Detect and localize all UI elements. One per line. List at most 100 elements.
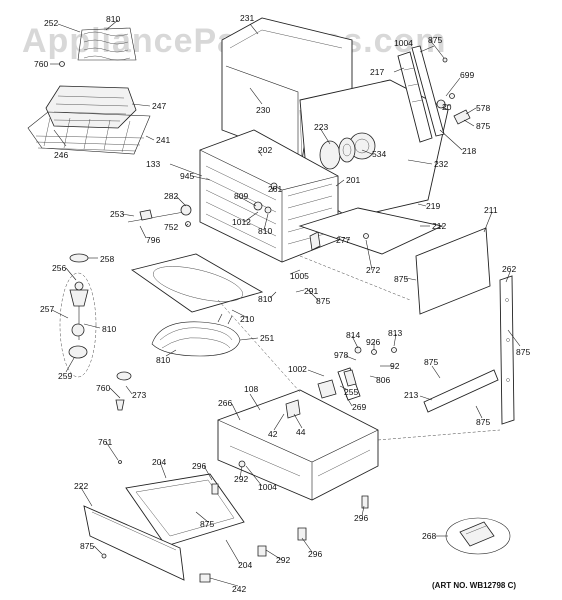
oven-cavity-202 — [199, 129, 339, 263]
label-296: 296 — [308, 549, 322, 559]
label-231: 231 — [240, 13, 254, 23]
label-810: 810 — [258, 294, 272, 304]
label-217: 217 — [370, 67, 384, 77]
label-1005: 1005 — [290, 271, 309, 281]
label-926: 926 — [366, 337, 380, 347]
label-269: 269 — [352, 402, 366, 412]
label-810: 810 — [156, 355, 170, 365]
small-parts-760-273 — [59, 61, 132, 464]
label-268: 268 — [422, 531, 436, 541]
label-255: 255 — [344, 387, 358, 397]
label-241: 241 — [156, 135, 170, 145]
storage-drawer-204 — [83, 473, 245, 581]
broiler-pan-247 — [45, 85, 137, 129]
oven-rack-241 — [27, 111, 151, 155]
rear-strip-262 — [499, 275, 515, 425]
label-42: 42 — [268, 429, 278, 439]
label-1004: 1004 — [258, 482, 277, 492]
label-246: 246 — [54, 150, 68, 160]
label-875: 875 — [476, 417, 490, 427]
label-272: 272 — [366, 265, 380, 275]
label-875: 875 — [316, 296, 330, 306]
art-number: (ART NO. WB12798 C) — [432, 581, 516, 590]
label-699: 699 — [460, 70, 474, 80]
label-212: 212 — [432, 221, 446, 231]
label-875: 875 — [428, 35, 442, 45]
label-1002: 1002 — [288, 364, 307, 374]
label-202: 202 — [258, 145, 272, 155]
label-266: 266 — [218, 398, 232, 408]
label-204: 204 — [152, 457, 166, 467]
label-133: 133 — [146, 159, 160, 169]
label-210: 210 — [240, 314, 254, 324]
label-810: 810 — [102, 324, 116, 334]
oven-floor-210 — [130, 253, 264, 313]
label-247: 247 — [152, 101, 166, 111]
label-578: 578 — [476, 103, 490, 113]
outer-cabinet-231 — [221, 17, 353, 161]
label-875: 875 — [394, 274, 408, 284]
label-875: 875 — [80, 541, 94, 551]
label-813: 813 — [388, 328, 402, 338]
label-291: 291 — [304, 286, 318, 296]
label-258: 258 — [100, 254, 114, 264]
convection-fan-223 — [319, 137, 356, 170]
label-204: 204 — [238, 560, 252, 570]
inset-part-268 — [445, 517, 511, 555]
label-213: 213 — [404, 390, 418, 400]
bottom-panel-212 — [298, 207, 444, 255]
label-251: 251 — [260, 333, 274, 343]
label-296: 296 — [354, 513, 368, 523]
label-211: 211 — [484, 205, 498, 215]
label-252: 252 — [44, 18, 58, 28]
side-panel-211 — [415, 227, 491, 315]
label-945: 945 — [180, 171, 194, 181]
label-875: 875 — [424, 357, 438, 367]
label-761: 761 — [98, 437, 112, 447]
surface-element-assembly-256 — [59, 253, 97, 378]
label-230: 230 — [256, 105, 270, 115]
label-796: 796 — [146, 235, 160, 245]
label-810: 810 — [106, 14, 120, 24]
label-262: 262 — [502, 264, 516, 274]
label-232: 232 — [434, 159, 448, 169]
label-752: 752 — [164, 222, 178, 232]
sensor-probe-253 — [127, 204, 192, 227]
part-labels: 252 810 760 247 241 246 231 230 1004 875… — [34, 13, 530, 594]
label-1004: 1004 — [394, 38, 413, 48]
label-44: 44 — [296, 427, 306, 437]
label-223: 223 — [314, 122, 328, 132]
leader-lines — [50, 19, 521, 587]
label-277: 277 — [336, 235, 350, 245]
small-parts-699 — [436, 57, 471, 125]
label-875: 875 — [516, 347, 530, 357]
control-bracket-255 — [317, 346, 397, 401]
label-809: 809 — [234, 191, 248, 201]
label-1012: 1012 — [232, 217, 251, 227]
label-219: 219 — [426, 201, 440, 211]
label-201: 201 — [346, 175, 360, 185]
leveling-legs-296 — [199, 483, 369, 583]
label-218: 218 — [462, 146, 476, 156]
broil-element-252 — [77, 27, 137, 61]
label-814: 814 — [346, 330, 360, 340]
label-292: 292 — [276, 555, 290, 565]
guide-lines — [217, 255, 501, 441]
label-534: 534 — [372, 149, 386, 159]
bake-element-251 — [151, 313, 241, 357]
label-261: 261 — [268, 184, 282, 194]
label-92: 92 — [390, 361, 400, 371]
label-875: 875 — [476, 121, 490, 131]
label-259: 259 — [58, 371, 72, 381]
label-242: 242 — [232, 584, 246, 594]
label-222: 222 — [74, 481, 88, 491]
label-806: 806 — [376, 375, 390, 385]
side-bracket-217 — [397, 45, 445, 143]
label-20: 20 — [442, 102, 452, 112]
label-875: 875 — [200, 519, 214, 529]
label-256: 256 — [52, 263, 66, 273]
label-978: 978 — [334, 350, 348, 360]
label-257: 257 — [40, 304, 54, 314]
rail-213 — [423, 369, 499, 413]
label-292: 292 — [234, 474, 248, 484]
